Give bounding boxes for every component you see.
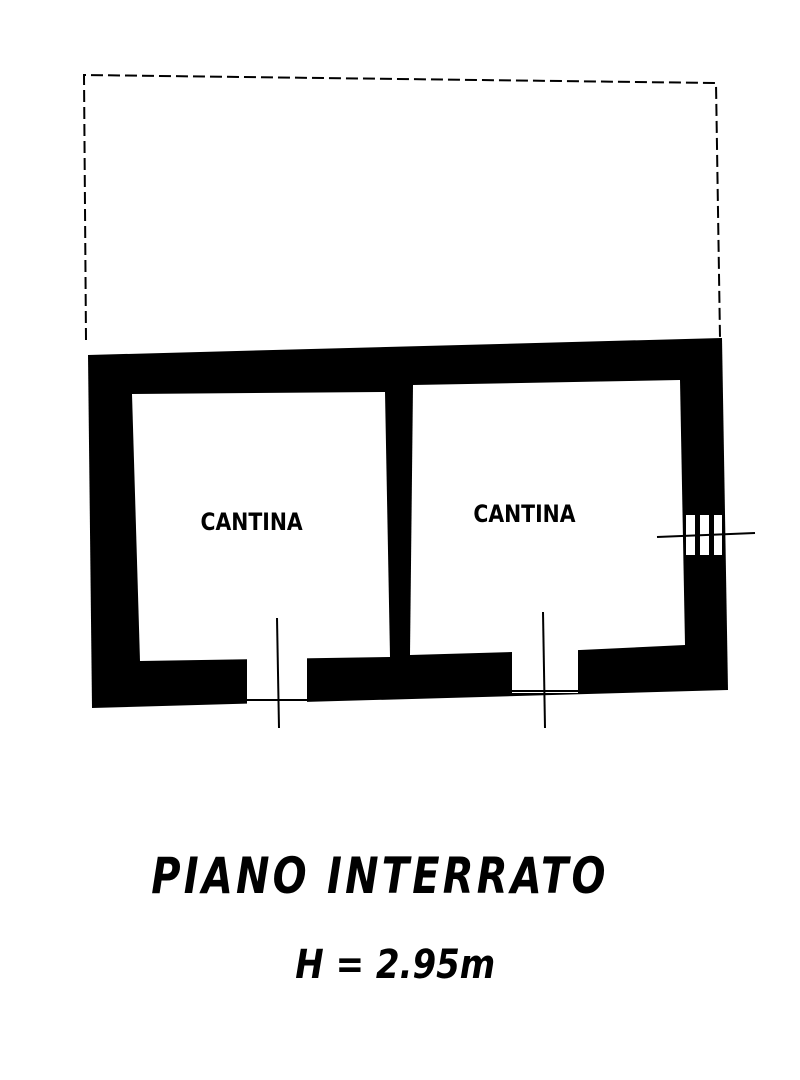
room-left <box>132 392 390 661</box>
room-label-left: CANTINA <box>201 508 304 536</box>
height-note: H = 2.95m <box>295 941 495 987</box>
room-right <box>410 380 685 655</box>
dashed-boundary <box>82 73 721 341</box>
room-label-right: CANTINA <box>473 500 576 528</box>
plan-title: PIANO INTERRATO <box>151 847 608 906</box>
window-right <box>656 515 756 555</box>
